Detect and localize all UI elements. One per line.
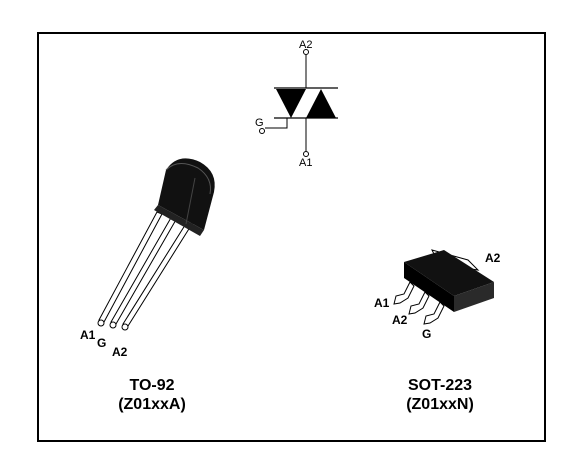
sot223-label-g: G bbox=[422, 327, 431, 341]
diagram-frame bbox=[37, 32, 546, 442]
sot223-lead-a1 bbox=[393, 281, 415, 305]
sot223-body-top bbox=[404, 250, 494, 296]
to92-lead-a2 bbox=[122, 221, 193, 327]
triac-diode-left bbox=[276, 89, 306, 118]
gate-terminal-dot bbox=[259, 128, 265, 134]
to92-label-a1: A1 bbox=[80, 328, 96, 342]
sot223-body-front bbox=[404, 262, 454, 312]
to92-package: A1 G A2 bbox=[80, 158, 215, 359]
sot223-label-a1: A1 bbox=[374, 296, 390, 310]
triac-symbol: A2 G A1 bbox=[255, 39, 338, 169]
sot223-label-a2: A2 bbox=[392, 313, 408, 327]
to92-label-a2: A2 bbox=[112, 345, 128, 359]
sot223-body-side bbox=[454, 282, 494, 312]
sot223-label-tab-a2: A2 bbox=[485, 251, 501, 265]
to92-lead-g bbox=[110, 215, 178, 325]
to92-label-g: G bbox=[97, 336, 106, 350]
sot223-caption: SOT-223 (Z01xxN) bbox=[375, 376, 505, 414]
sot223-package: A2 A1 A2 G bbox=[374, 249, 501, 341]
to92-lead-a1 bbox=[98, 211, 163, 323]
a2-terminal-dot bbox=[303, 49, 309, 55]
to92-body bbox=[158, 158, 215, 230]
a1-terminal-dot bbox=[303, 151, 309, 157]
sot223-package-name: SOT-223 bbox=[407, 377, 473, 394]
symbol-label-a2: A2 bbox=[299, 39, 312, 51]
symbol-label-g: G bbox=[255, 117, 264, 129]
sot223-part-number: (Z01xxN) bbox=[406, 396, 474, 413]
to92-caption: TO-92 (Z01xxA) bbox=[92, 376, 212, 414]
to92-part-number: (Z01xxA) bbox=[118, 396, 186, 413]
triac-diode-right bbox=[306, 89, 336, 118]
to92-package-name: TO-92 bbox=[129, 377, 175, 394]
symbol-label-a1: A1 bbox=[299, 157, 312, 169]
sot223-lead-g bbox=[423, 301, 445, 325]
sot223-lead-a2 bbox=[408, 291, 430, 315]
